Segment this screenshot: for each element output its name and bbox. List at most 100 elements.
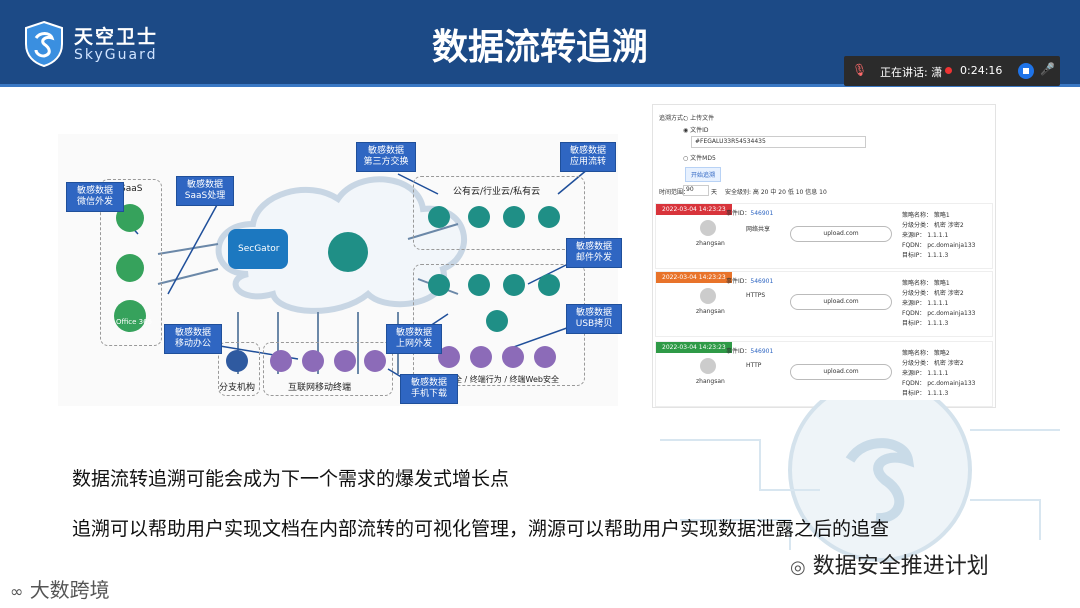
office365-node bbox=[114, 300, 146, 332]
radio-file-md5[interactable]: ○ 文件MD5 bbox=[683, 155, 716, 162]
record-date: 2022-03-04 14:23:23 bbox=[656, 342, 732, 353]
endpoint-node bbox=[486, 310, 508, 332]
dest-ip: 目标IP： 1.1.1.3 bbox=[902, 252, 949, 259]
source-ip: 来源IP： 1.1.1.1 bbox=[902, 232, 949, 239]
speaker-mic-icon: 🎙 bbox=[852, 63, 868, 77]
user-name: zhangsan bbox=[696, 378, 725, 385]
radio-md5-label: 文件MD5 bbox=[690, 155, 716, 162]
endpoint-node bbox=[468, 274, 490, 296]
secgator-label: SecGator bbox=[238, 244, 280, 254]
skyguard-shield-icon bbox=[25, 20, 63, 68]
brand-logo-icon: ∞ bbox=[10, 582, 24, 601]
classification: 分级分类： 机密 涉密2 bbox=[902, 360, 964, 367]
endpoint-device-node bbox=[534, 346, 556, 368]
fqdn: FQDN： pc.domainja133 bbox=[902, 310, 976, 317]
recording-dot-icon bbox=[945, 67, 952, 74]
endpoint-device-node bbox=[502, 346, 524, 368]
meeting-status-bar: 🎙 正在讲话: 潇 0:24:16 🎤 bbox=[844, 56, 1060, 86]
branch-frame bbox=[218, 342, 260, 396]
event-label: 事件ID： bbox=[726, 278, 751, 285]
radio-file-id[interactable]: ◉ 文件ID bbox=[683, 127, 709, 134]
callout-phone-download: 敏感数据 手机下载 bbox=[400, 374, 458, 404]
endpoint-device-node bbox=[470, 346, 492, 368]
mobile-device-node bbox=[302, 350, 324, 372]
classification: 分级分类： 机密 涉密2 bbox=[902, 222, 964, 229]
wechat-watermark-text: 数据安全推进计划 bbox=[812, 554, 989, 579]
time-range-select[interactable]: 90 bbox=[683, 185, 709, 196]
cloud-app-node bbox=[538, 206, 560, 228]
radio-upload-label: 上传文件 bbox=[690, 115, 715, 122]
circuit-background bbox=[660, 400, 1060, 562]
channel-label: HTTPS bbox=[746, 292, 766, 299]
callout-usb: 敏感数据 USB拷贝 bbox=[566, 304, 622, 334]
user-name: zhangsan bbox=[696, 240, 725, 247]
mobile-device-node bbox=[364, 350, 386, 372]
radio-upload-file[interactable]: ○ 上传文件 bbox=[683, 115, 715, 122]
destination: upload.com bbox=[790, 364, 892, 380]
saas-label: SaaS bbox=[120, 184, 143, 194]
endpoint-label: 终端安全 / 终端行为 / 终端Web安全 bbox=[430, 375, 560, 384]
trace-panel: 追溯方式： ○ 上传文件 ◉ 文件ID #FEGALU33R54534435 ○… bbox=[652, 104, 996, 408]
bullet-text-1: 数据流转追溯可能会成为下一个需求的爆发式增长点 bbox=[72, 468, 510, 490]
dest-ip: 目标IP： 1.1.1.3 bbox=[902, 390, 949, 397]
secgator-node bbox=[228, 229, 288, 269]
recording-time: 0:24:16 bbox=[960, 64, 1003, 77]
fqdn: FQDN： pc.domainja133 bbox=[902, 242, 976, 249]
destination: upload.com bbox=[790, 294, 892, 310]
callout-mobile-office: 敏感数据 移动办公 bbox=[164, 324, 222, 354]
event-id: 546901 bbox=[750, 210, 774, 217]
callout-email: 敏感数据 邮件外发 bbox=[566, 238, 622, 268]
cloud-frame bbox=[413, 176, 585, 250]
mobile-device-node bbox=[270, 350, 292, 372]
trace-method-label: 追溯方式： bbox=[659, 115, 690, 122]
user-avatar-icon bbox=[700, 220, 716, 236]
callout-app-flow: 敏感数据 应用流转 bbox=[560, 142, 616, 172]
record-date: 2022-03-04 14:23:23 bbox=[656, 204, 732, 215]
dest-ip: 目标IP： 1.1.1.3 bbox=[902, 320, 949, 327]
wechat-watermark: ◎ 数据安全推进计划 bbox=[790, 548, 989, 580]
callout-saas: 敏感数据 SaaS处理 bbox=[176, 176, 234, 206]
internet-label: 互联网移动终端 bbox=[288, 383, 352, 393]
event-id: 546901 bbox=[750, 278, 774, 285]
policy: 策略名称： 策略1 bbox=[902, 212, 950, 219]
office365-label: Office 365 bbox=[116, 318, 153, 326]
slide-header: 天空卫士 SkyGuard 数据流转追溯 bbox=[0, 0, 1080, 87]
policy: 策略名称： 策略2 bbox=[902, 350, 950, 357]
endpoint-node bbox=[428, 274, 450, 296]
event-id: 546901 bbox=[750, 348, 774, 355]
branch-node bbox=[226, 350, 248, 372]
mute-mic-icon[interactable]: 🎤 bbox=[1040, 62, 1055, 76]
event-label: 事件ID： bbox=[726, 210, 751, 217]
destination: upload.com bbox=[790, 226, 892, 242]
mobile-device-node bbox=[334, 350, 356, 372]
user-avatar-icon bbox=[700, 288, 716, 304]
time-range-unit: 天 bbox=[711, 189, 718, 196]
trace-record-1[interactable]: 2022-03-04 14:23:23 事件ID：546901 zhangsan… bbox=[655, 203, 993, 269]
saas-frame bbox=[100, 179, 162, 346]
policy: 策略名称： 策略1 bbox=[902, 280, 950, 287]
channel-label: 网络共享 bbox=[746, 226, 771, 233]
endpoint-device-node bbox=[438, 346, 460, 368]
stop-recording-button[interactable] bbox=[1018, 63, 1034, 79]
trace-record-3[interactable]: 2022-03-04 14:23:23 事件ID：546901 zhangsan… bbox=[655, 341, 993, 407]
file-id-input[interactable]: #FEGALU33R54534435 bbox=[691, 136, 866, 148]
radio-file-id-label: 文件ID bbox=[690, 127, 709, 134]
user-avatar-icon bbox=[700, 358, 716, 374]
callout-wechat: 敏感数据 微信外发 bbox=[66, 182, 124, 212]
start-trace-button[interactable]: 开始追溯 bbox=[685, 167, 722, 182]
classification: 分级分类： 机密 涉密2 bbox=[902, 290, 964, 297]
cloud-service-node bbox=[328, 232, 368, 272]
wechat-icon: ◎ bbox=[790, 557, 806, 578]
data-flow-diagram: SaaS Office 365 SecGator 公有云/行业云/私有云 终端安… bbox=[58, 134, 622, 406]
fqdn: FQDN： pc.domainja133 bbox=[902, 380, 976, 387]
slide-title: 数据流转追溯 bbox=[431, 27, 648, 68]
bullet-text-2: 追溯可以帮助用户实现文档在内部流转的可视化管理，溯源可以帮助用户实现数据泄露之后… bbox=[72, 518, 890, 540]
user-name: zhangsan bbox=[696, 308, 725, 315]
logo-text-en: SkyGuard bbox=[74, 47, 158, 63]
brand-watermark: ∞ 大数跨境 bbox=[10, 574, 110, 603]
branch-label: 分支机构 bbox=[219, 383, 256, 393]
logo-text-cn: 天空卫士 bbox=[74, 26, 159, 48]
trace-record-2[interactable]: 2022-03-04 14:23:23 事件ID：546901 zhangsan… bbox=[655, 271, 993, 337]
speaking-indicator: 正在讲话: 潇 bbox=[880, 66, 943, 79]
callout-web-upload: 敏感数据 上网外发 bbox=[386, 324, 442, 354]
